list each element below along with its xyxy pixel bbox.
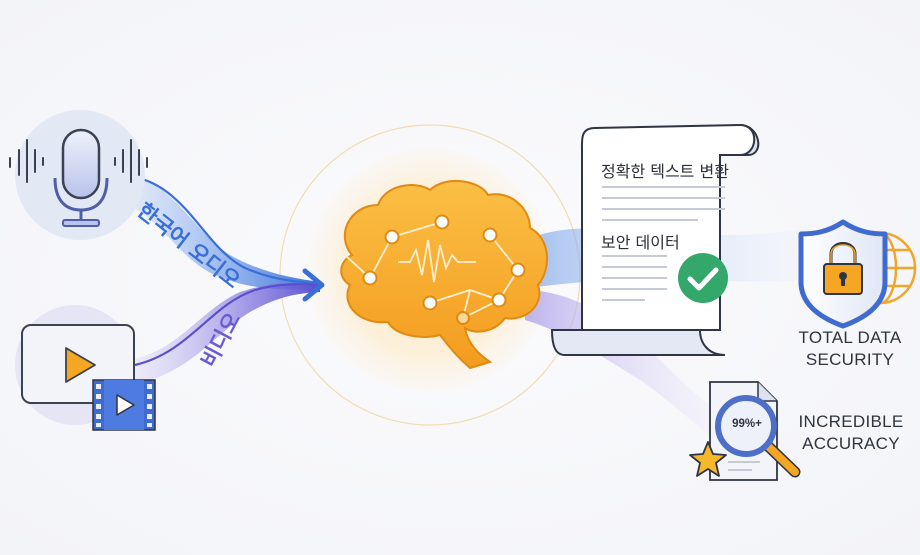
feature-security-line1: TOTAL DATA [798,328,902,347]
feature-security-line2: SECURITY [805,350,895,369]
feature-accuracy-line2: ACCURACY [802,434,900,453]
feature-accuracy-line1: INCREDIBLE [798,412,904,431]
audio-flow-ribbon [110,174,320,290]
brain-network-icon [340,179,549,370]
shield-lock-globe-icon [798,219,917,329]
check-circle-icon [678,253,728,303]
transcript-document [550,123,760,356]
arrow-right-icon [302,268,325,302]
document-subheading: 보안 데이터 [601,233,680,252]
feature-security-label: TOTAL DATA SECURITY [790,327,910,371]
accuracy-badge: 99%+ [732,418,762,430]
document-heading: 정확한 텍스트 변환 [601,162,729,181]
microphone-icon [9,110,148,240]
feature-accuracy-label: INCREDIBLE ACCURACY [788,411,914,455]
film-strip-icon [92,379,156,431]
video-flow-ribbon [130,282,320,385]
magnifier-document-icon [689,381,801,481]
